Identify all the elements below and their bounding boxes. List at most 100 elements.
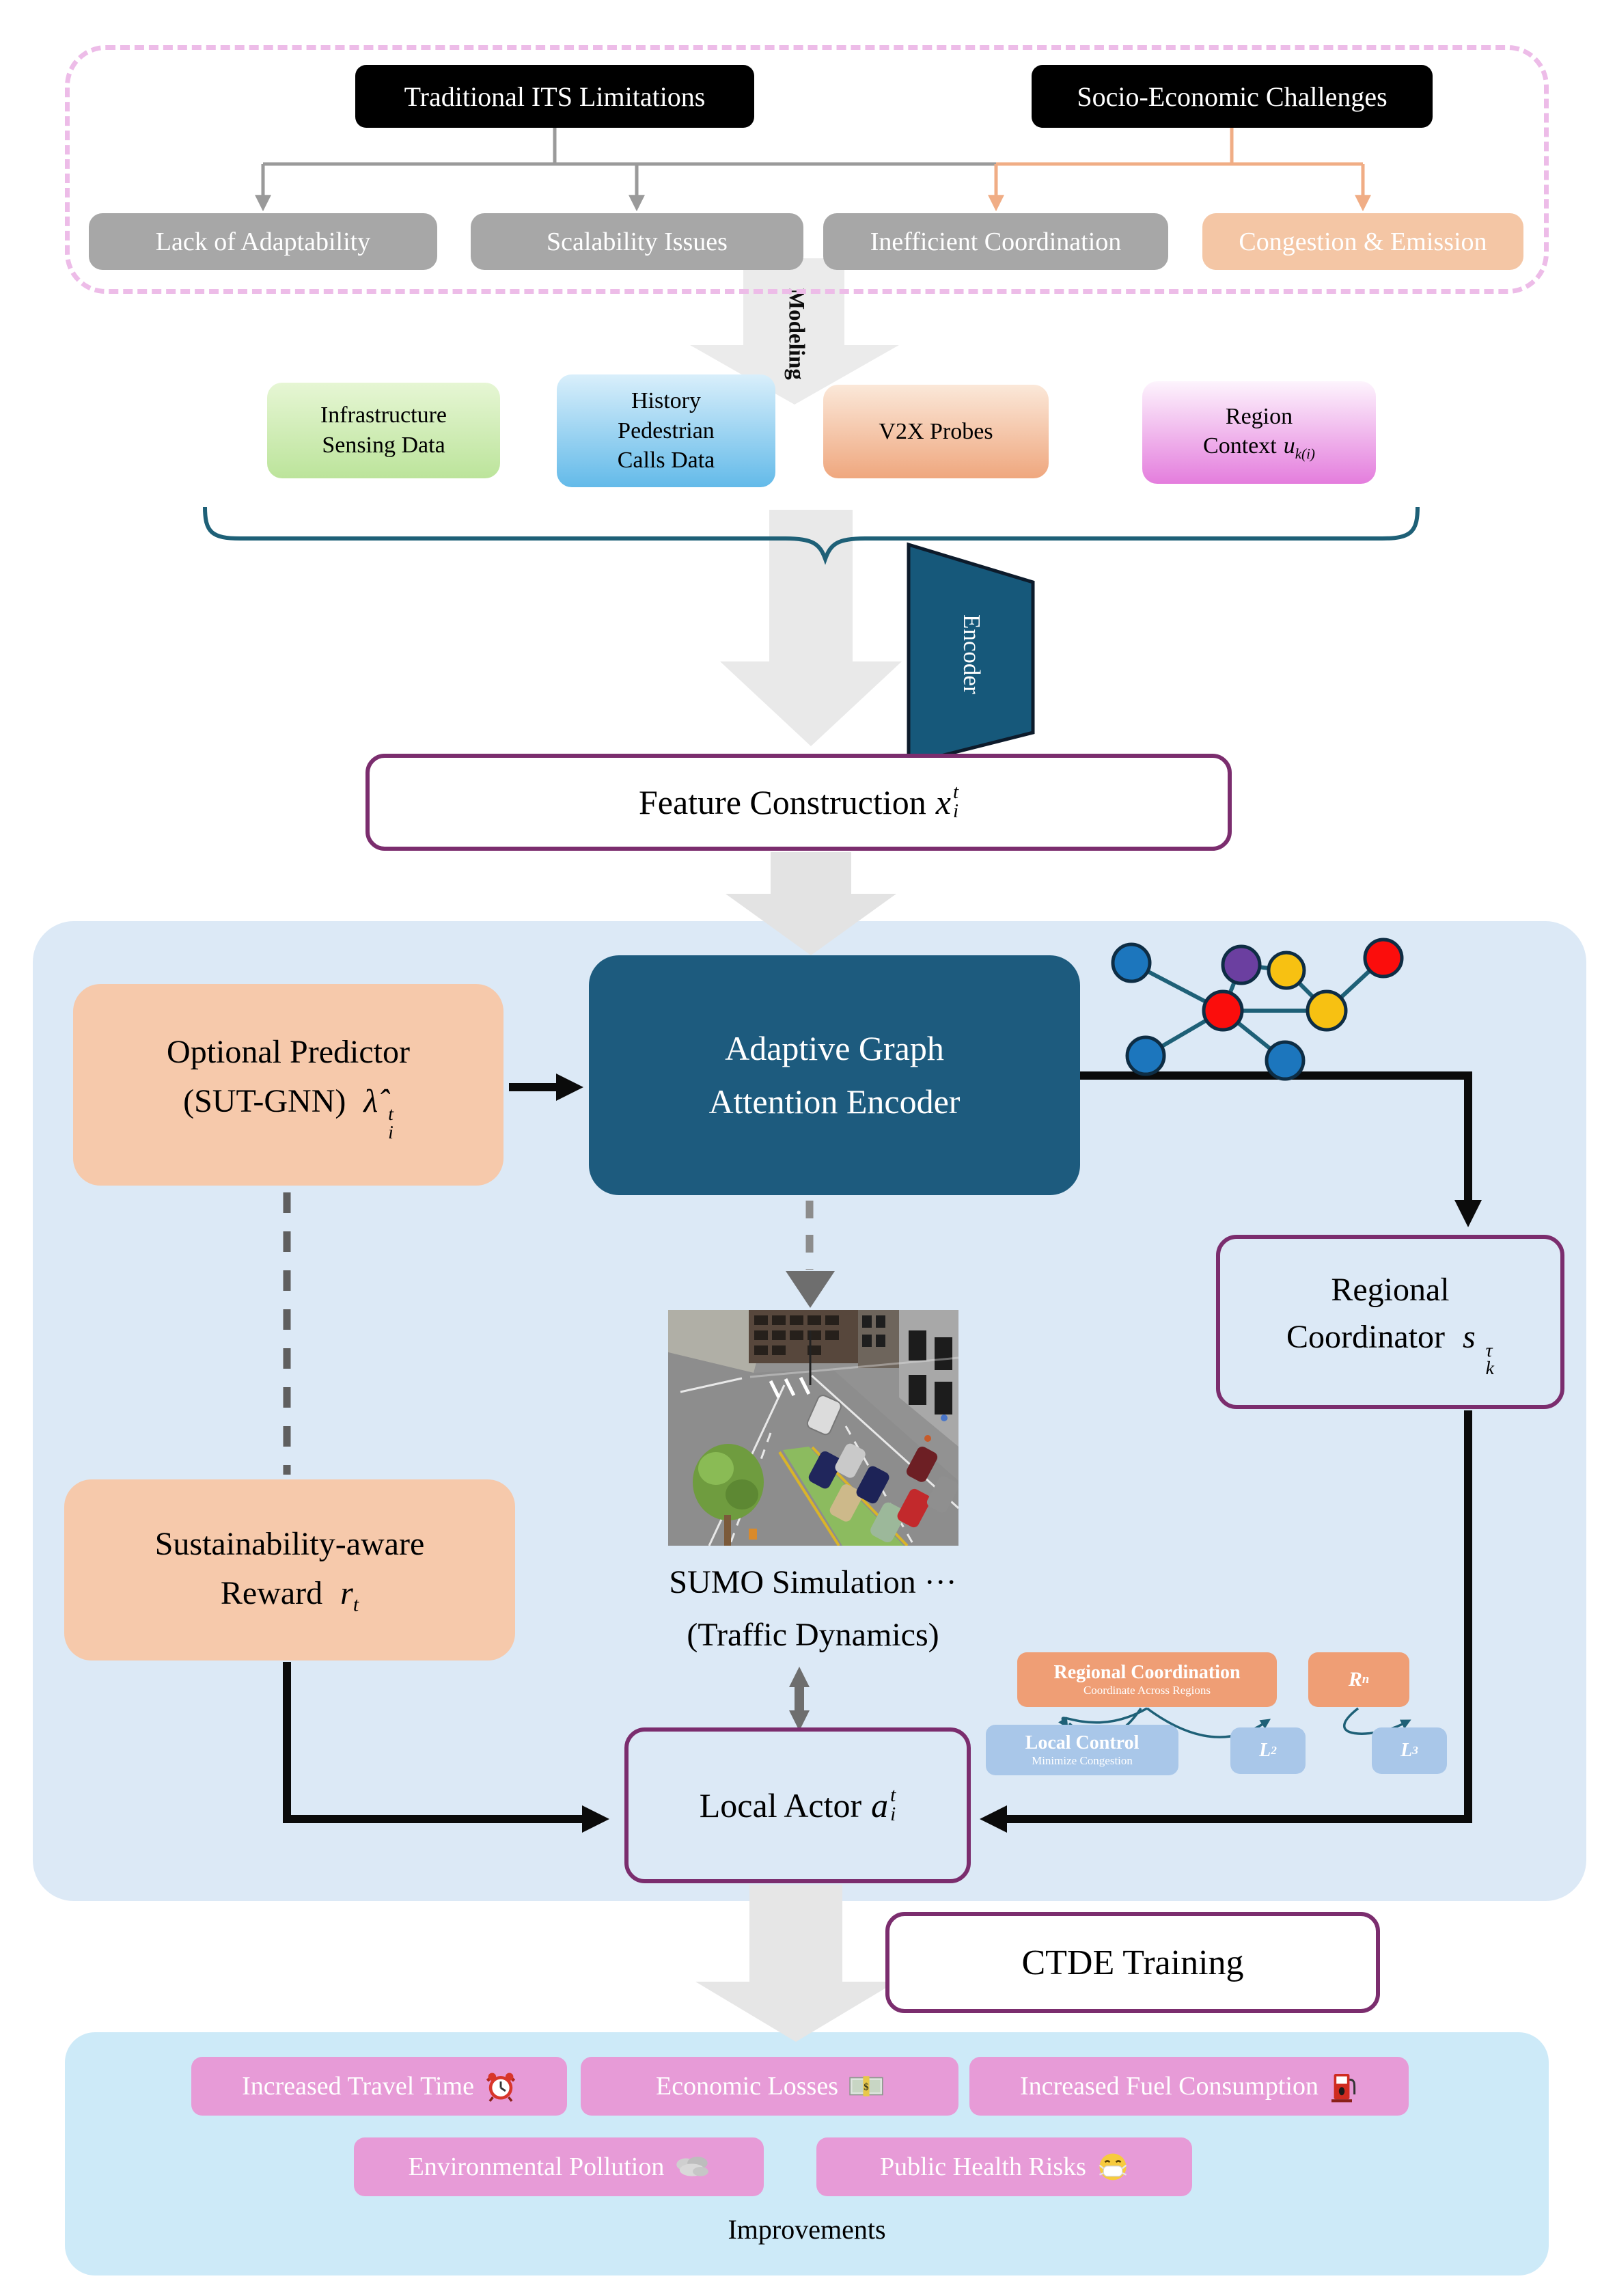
math-u: u <box>1283 433 1295 459</box>
math-u-sub: k(i) <box>1295 446 1315 463</box>
rc-line: Regional <box>1331 1271 1450 1308</box>
sumo-caption-line: (Traffic Dynamics) <box>687 1617 939 1653</box>
graph-node-yellow <box>1267 951 1306 990</box>
sumo-simulation-image <box>668 1310 958 1546</box>
history-pedestrian-calls-box: History Pedestrian Calls Data <box>557 374 775 487</box>
data-brace <box>203 506 1420 565</box>
outcome-increased-travel-time: Increased Travel Time <box>191 2057 567 2116</box>
outcome-label: Economic Losses <box>655 2072 838 2101</box>
collect-arrow <box>720 510 902 746</box>
mini-subtitle: Coordinate Across Regions <box>1083 1684 1211 1697</box>
alarm-clock-icon <box>486 2073 516 2102</box>
issue-label: Inefficient Coordination <box>870 227 1122 256</box>
outcome-increased-fuel-consumption: Increased Fuel Consumption <box>969 2057 1409 2116</box>
socio-economic-challenges-box: Socio-Economic Challenges <box>1032 65 1433 128</box>
ds-line: Pedestrian <box>618 418 715 443</box>
graph-node-red-center <box>1202 989 1244 1032</box>
v2x-probes-box: V2X Probes <box>823 385 1049 478</box>
source-label: Socio-Economic Challenges <box>1077 81 1388 112</box>
ds-line: V2X Probes <box>879 418 993 444</box>
issue-label: Lack of Adaptability <box>155 227 371 256</box>
actor-to-outcomes-arrow <box>695 1885 896 2042</box>
issue-congestion-emission: Congestion & Emission <box>1202 213 1523 270</box>
outcome-label: Environmental Pollution <box>408 2152 665 2181</box>
encoder-shape <box>907 542 1035 767</box>
outcome-environmental-pollution: Environmental Pollution <box>354 2137 764 2196</box>
ctde-label: CTDE Training <box>1021 1943 1244 1982</box>
graph-node-blue-bc <box>1265 1040 1306 1081</box>
graph-attention-encoder-box: Adaptive Graph Attention Encoder <box>589 955 1080 1195</box>
la-label: Local Actor <box>699 1786 862 1824</box>
outcome-label: Increased Fuel Consumption <box>1020 2072 1319 2101</box>
ctde-training-box: CTDE Training <box>885 1912 1380 2013</box>
age-line: Attention Encoder <box>708 1082 961 1121</box>
outcome-label: Public Health Risks <box>880 2152 1086 2181</box>
op-line: Optional Predictor <box>167 1033 410 1070</box>
fog-icon <box>676 2157 709 2176</box>
math-lambda: λ̂ <box>363 1082 378 1119</box>
math-x: x <box>935 783 951 821</box>
issue-scalability: Scalability Issues <box>471 213 803 270</box>
graph-node-red <box>1363 938 1404 979</box>
traffic-graph <box>1111 938 1404 1081</box>
modeling-arrow <box>690 258 899 405</box>
its-connectors <box>255 128 996 212</box>
ds-line: Sensing Data <box>322 433 445 458</box>
age-line: Adaptive Graph <box>725 1029 944 1067</box>
regional-coordination-minibox: Regional Coordination Coordinate Across … <box>1017 1652 1277 1707</box>
graph-node-blue <box>1111 942 1152 983</box>
mask-face-icon <box>1099 2153 1127 2181</box>
encoder-label: Encoder <box>924 567 1019 741</box>
modeling-label: Modeling <box>772 264 820 404</box>
math-a: a <box>871 1786 889 1824</box>
encoder-text: Encoder <box>958 614 985 694</box>
sumo-caption-line: SUMO Simulation ··· <box>669 1564 957 1601</box>
graph-node-purple <box>1221 944 1262 985</box>
mini-subtitle: Minimize Congestion <box>1032 1754 1133 1768</box>
modeling-text: Modeling <box>784 288 809 380</box>
local-control-minibox: Local Control Minimize Congestion <box>986 1725 1178 1775</box>
sr-line-math: Reward rt <box>220 1574 359 1616</box>
outcome-label: Increased Travel Time <box>242 2072 474 2101</box>
sustainability-reward-box: Sustainability-aware Reward rt <box>64 1479 515 1660</box>
encoder-to-sumo-arrowhead <box>786 1271 835 1308</box>
banknote-icon: $ <box>849 2076 883 2096</box>
graph-node-yellow-right <box>1306 989 1348 1032</box>
ds-line: Region <box>1225 403 1293 429</box>
sumo-caption: SUMO Simulation ··· (Traffic Dynamics) <box>560 1551 1066 1667</box>
feature-to-panel-arrow <box>726 852 896 955</box>
feature-label: Feature Construction <box>638 783 926 821</box>
ds-line: Context <box>1203 433 1277 459</box>
svg-text:$: $ <box>864 2082 868 2093</box>
traditional-its-limitations-box: Traditional ITS Limitations <box>355 65 754 128</box>
ds-line: Infrastructure <box>320 402 447 428</box>
fuel-pump-icon <box>1331 2074 1356 2103</box>
issue-label: Scalability Issues <box>547 227 728 256</box>
infrastructure-sensing-data-box: Infrastructure Sensing Data <box>267 383 500 478</box>
ds-line: Calls Data <box>617 448 715 474</box>
outcome-economic-losses: Economic Losses $ <box>581 2057 958 2116</box>
graph-node-blue-bl <box>1125 1035 1166 1076</box>
socio-connectors <box>988 128 1371 212</box>
issue-inefficient-coordination: Inefficient Coordination <box>823 213 1168 270</box>
math-r-sub: t <box>353 1593 359 1616</box>
math-r: r <box>340 1574 353 1611</box>
flow-arrows <box>283 1071 1482 1833</box>
sr-line: Sustainability-aware <box>154 1525 425 1562</box>
